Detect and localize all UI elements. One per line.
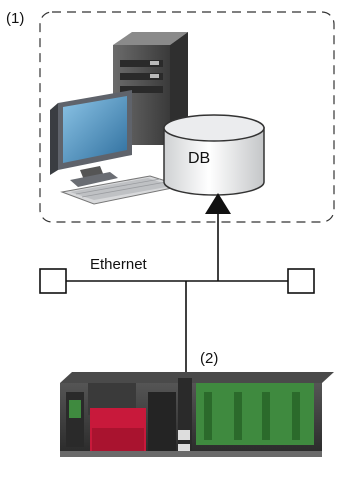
network-node-right [287, 268, 315, 294]
network-node-left [39, 268, 67, 294]
plc-unit-icon [60, 372, 334, 457]
callout-2-label: (2) [200, 350, 219, 367]
database-label: DB [188, 150, 211, 167]
ethernet-label: Ethernet [90, 256, 147, 273]
host-boundary [39, 11, 335, 223]
database-cylinder-icon [163, 114, 265, 196]
arrow-up-icon [205, 193, 231, 214]
personal-computer-icon [50, 90, 183, 205]
callout-1-label: (1) [6, 10, 25, 27]
